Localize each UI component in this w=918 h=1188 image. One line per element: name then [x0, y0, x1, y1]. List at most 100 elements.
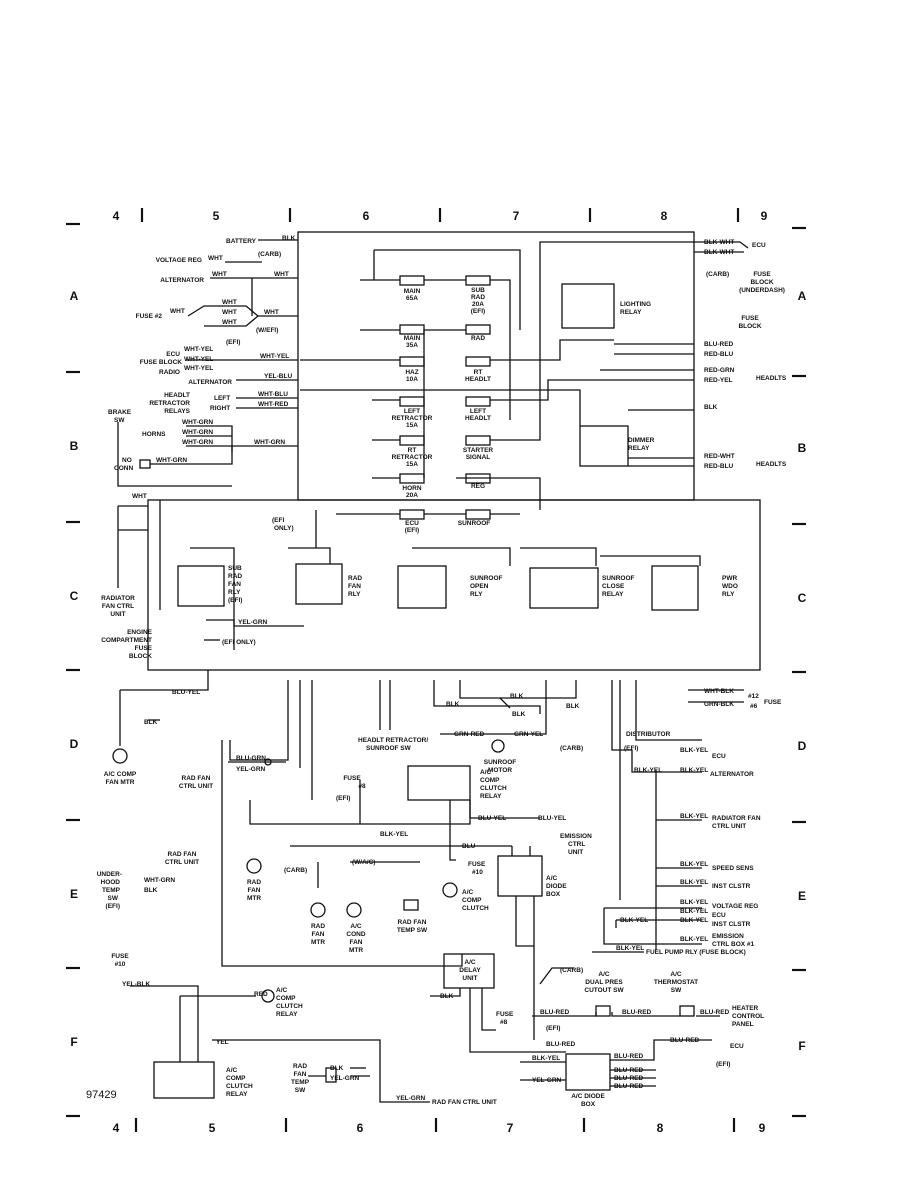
sunroof-motor [491, 739, 505, 753]
wire-wht-grn: WHT-GRN [254, 439, 285, 446]
sub-rad-rating: 20A [472, 301, 484, 308]
fuse-rad [465, 324, 491, 335]
wire-wht-grn-2: WHT-GRN [144, 877, 175, 884]
carb-label-4: (CARB) [560, 745, 583, 752]
sub-label: SUB [228, 565, 242, 572]
wire-blk-yel-7: BLK-YEL [680, 879, 708, 886]
rad-fan-temp-b1: RAD [293, 1063, 307, 1070]
grid-frame [66, 208, 806, 1132]
rad-fan-temp-sw-box [403, 899, 419, 911]
ctrl-unit-label: CTRL UNIT [179, 783, 213, 790]
fuse-12: #12 [748, 693, 759, 700]
ac-cond-fan-motor [346, 902, 362, 918]
headlt-sw-1: HEADLT RETRACTOR/ [358, 737, 428, 744]
main35-label: MAIN [404, 335, 421, 342]
row-label: B [70, 439, 79, 453]
fuse2-label: FUSE #2 [136, 313, 163, 320]
headlt-label: HEADLT [164, 392, 190, 399]
ecu-label-3: ECU [712, 912, 726, 919]
rad-fan-left-2: CTRL UNIT [165, 859, 199, 866]
ac-diode-3: BOX [546, 891, 561, 898]
wac-label: (W/A/C) [352, 859, 375, 866]
fuse-sunroof [465, 509, 491, 520]
wire-wht: WHT [132, 493, 147, 500]
thermostat-1: A/C [670, 971, 682, 978]
reg-label: REG [471, 483, 485, 490]
carb-label: (CARB) [258, 251, 281, 258]
fuse-left-headlt [465, 396, 491, 407]
haz-rating: 10A [406, 376, 418, 383]
engine-label: ENGINE [127, 629, 153, 636]
ac-relay3-4: RELAY [226, 1091, 248, 1098]
voltage-reg-label: VOLTAGE REG [156, 257, 202, 264]
relay-label: RELAY [480, 793, 502, 800]
thermostat-switch [679, 1005, 695, 1017]
wire-wht-grn: WHT-GRN [182, 439, 213, 446]
left-retractor-label: LEFT [404, 408, 420, 415]
thermostat-3: SW [671, 987, 682, 994]
ecu-top-label: ECU [752, 242, 766, 249]
inst-clstr-label: INST CLSTR [712, 883, 751, 890]
rad-fan-label: RAD FAN [182, 775, 211, 782]
wire-blk-8: BLK [566, 703, 580, 710]
rad-fan-mtr-1: RAD [247, 879, 261, 886]
col-label: 5 [213, 209, 220, 223]
wire-blk-2: BLK [144, 887, 158, 894]
ac-relay2-3: CLUTCH [276, 1003, 303, 1010]
rad-fan-temp-b3: TEMP [291, 1079, 310, 1086]
wire-grn-red: GRN-RED [454, 731, 485, 738]
ac-diode-box [497, 855, 543, 897]
wire-blu-grn: BLU-GRN [236, 755, 266, 762]
heater-1: HEATER [732, 1005, 759, 1012]
inst-clstr-label-2: INST CLSTR [712, 921, 751, 928]
heater-3: PANEL [732, 1021, 754, 1028]
ac-delay-1: A/C [464, 959, 476, 966]
ac-cond-4: MTR [349, 947, 363, 954]
labels-bottom: FUSE #10 YEL-BLK RED A/C COMP CLUTCH REL… [111, 693, 764, 1108]
ac-relay3-1: A/C [226, 1067, 238, 1074]
rad-label: RAD [228, 573, 242, 580]
wire-red-blu: RED-BLU [704, 351, 734, 358]
wire-blk-7: BLK [512, 711, 526, 718]
wire-wht-yel: WHT-YEL [184, 365, 213, 372]
ac-delay-2: DELAY [459, 967, 481, 974]
wire-blk-6: BLK [510, 693, 524, 700]
component-symbols [112, 459, 695, 1083]
wire-blk-yel-6: BLK-YEL [680, 861, 708, 868]
rad-fan-mtr-b3: MTR [311, 939, 325, 946]
wire-blk-yel-5: BLK-YEL [680, 813, 708, 820]
alternator2-label: ALTERNATOR [188, 379, 232, 386]
wire-blu-yel-2: BLU-YEL [478, 815, 506, 822]
wire-grn-yel: GRN-YEL [514, 731, 543, 738]
col-label: 8 [661, 209, 668, 223]
wire-blk-yel-10: BLK-YEL [620, 917, 648, 924]
ac-relay3-3: CLUTCH [226, 1083, 253, 1090]
fuse-label-2: FUSE [741, 315, 759, 322]
wire-yel: YEL [216, 1039, 229, 1046]
wire-red-blu: RED-BLU [704, 463, 734, 470]
ac-comp-label: A/C COMP [104, 771, 137, 778]
wire-blu-red-8: BLU-RED [614, 1067, 644, 1074]
underhood-4: SW [108, 895, 119, 902]
underhood-3: TEMP [102, 887, 121, 894]
ac-comp-clutch-relay-box [407, 765, 471, 801]
fuse-main-35a [399, 324, 425, 335]
dual-pres-1: A/C [598, 971, 610, 978]
fuse8b-label: FUSE [496, 1011, 514, 1018]
fuse10b-num: #10 [115, 961, 126, 968]
wire-blk-wht: BLK-WHT [704, 239, 734, 246]
row-label: D [70, 737, 79, 751]
ac-comp-clutch-1: A/C [462, 889, 474, 896]
wire-blk-5: BLK [446, 701, 460, 708]
rad-fan-motor [246, 858, 262, 874]
efi-label-2: (EFI) [228, 597, 242, 604]
sunroof-open-1: SUNROOF [470, 575, 503, 582]
main35-rating: 35A [406, 342, 418, 349]
rt-retractor-rating: 15A [406, 461, 418, 468]
wire-yel-grn-4: YEL-GRN [396, 1095, 426, 1102]
retractor-label: RETRACTOR [149, 400, 190, 407]
sunroof-motor-2: MOTOR [488, 767, 512, 774]
wire-blk-yel-3: BLK-YEL [634, 767, 662, 774]
battery-label: BATTERY [226, 238, 257, 245]
